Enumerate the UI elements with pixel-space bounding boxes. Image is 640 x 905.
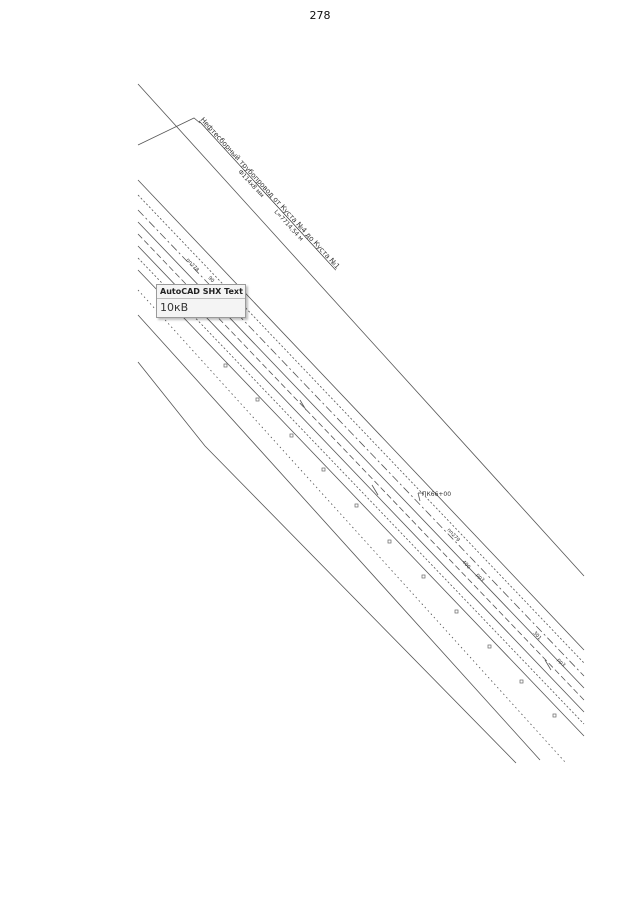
- corridor-label: pp3: [556, 657, 567, 668]
- corridor-line: [137, 245, 585, 713]
- corridor-label: pp3: [475, 572, 486, 583]
- corridor-label: 90: [207, 275, 216, 284]
- pipeline-title: Нефтесборный трубопровод от Куста №4 до …: [199, 116, 342, 271]
- page-number: 278: [309, 9, 331, 22]
- corridor-label: 400: [461, 559, 472, 570]
- corridor-line: [137, 257, 585, 725]
- corridor-label: пп279: [446, 527, 461, 543]
- tooltip-title: AutoCAD SHX Text: [157, 285, 245, 299]
- corridor-line: [137, 314, 541, 761]
- corridor-line: [137, 209, 585, 677]
- corridor-line: [137, 179, 585, 651]
- corridor-label: 301: [532, 630, 543, 641]
- corridor-line: [137, 194, 585, 664]
- tooltip-value: 10кВ: [160, 301, 189, 314]
- leader-line: [137, 117, 201, 146]
- corridor-label: пп278: [185, 257, 200, 273]
- corridor-line: [137, 269, 585, 737]
- boundary-line-bottom: [137, 361, 517, 764]
- picket-label: ПК66+00: [422, 491, 451, 498]
- autocad-shx-tooltip: AutoCAD SHX Text 10кВ: [156, 284, 246, 318]
- corridor-line: [137, 289, 566, 763]
- boundary-line-top: [137, 83, 585, 577]
